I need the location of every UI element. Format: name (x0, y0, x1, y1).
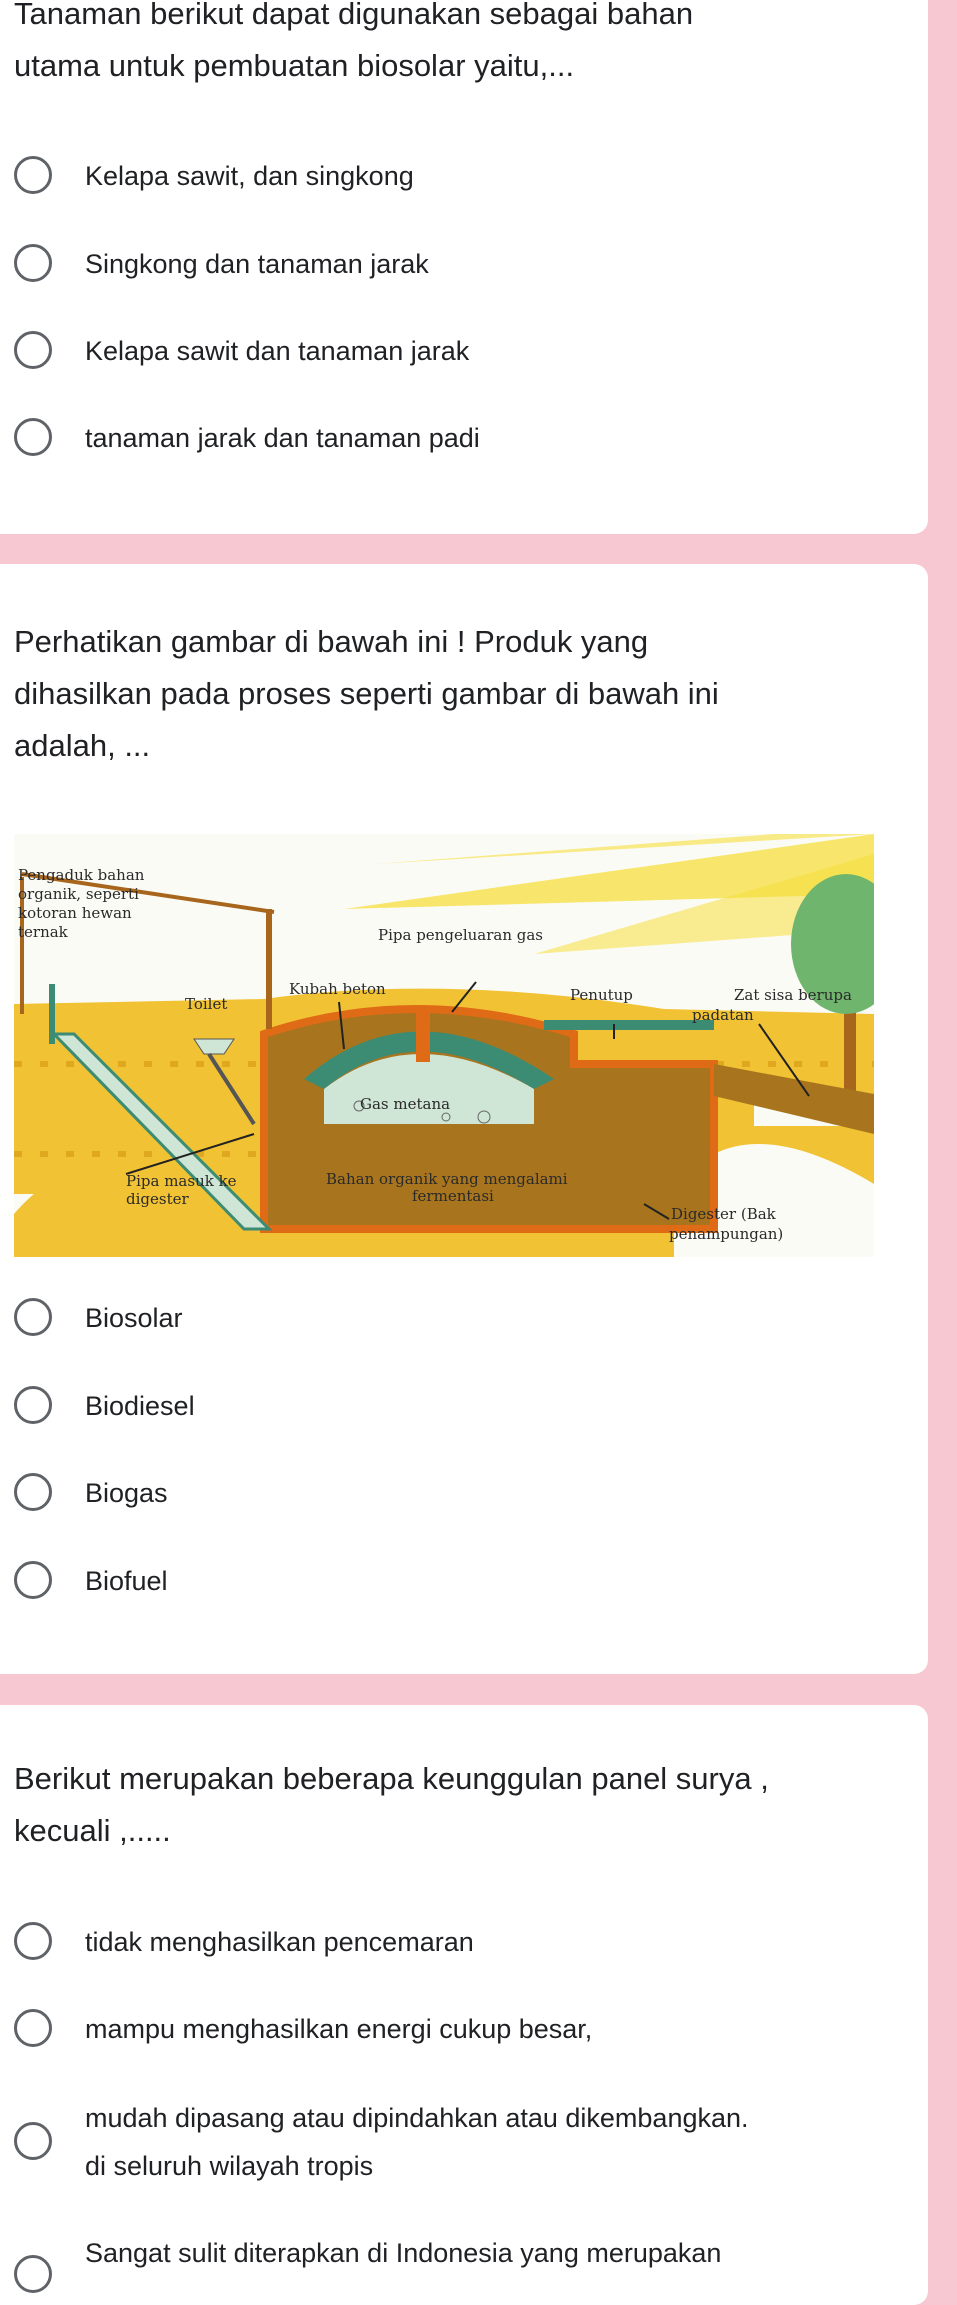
radio-button[interactable] (14, 2255, 52, 2293)
option-label: Biogas (85, 1478, 168, 1508)
option-biosolar[interactable]: Biosolar (14, 1294, 914, 1344)
question-line: adalah, ... (14, 728, 151, 763)
question-line: Tanaman berikut dapat digunakan sebagai … (14, 0, 694, 31)
tree-crown (791, 874, 874, 1014)
label-organic-material: fermentasi (412, 1187, 494, 1205)
option-label: mampu menghasilkan energi cukup besar, (85, 2014, 593, 2044)
option-label: Biodiesel (85, 1391, 195, 1421)
sun-ray (344, 834, 874, 909)
methane-gas-chamber (324, 1054, 534, 1124)
radio-button[interactable] (14, 2009, 52, 2047)
question-card-2: Perhatikan gambar di bawah ini ! Produk … (0, 564, 928, 1674)
label-toilet: Toilet (185, 995, 227, 1013)
label-stirrer: organik, seperti (18, 885, 139, 903)
biogas-digester-illustration: Pengaduk bahan organik, seperti kotoran … (14, 834, 874, 1257)
label-stirrer: Pengaduk bahan (18, 866, 145, 884)
question-card-1: Tanaman berikut dapat digunakan sebagai … (0, 0, 928, 534)
inlet-pipe (50, 1032, 273, 1231)
option-label: Biofuel (85, 1566, 168, 1596)
question-line: utama untuk pembuatan biosolar yaitu,... (14, 48, 575, 83)
question-text-2: Perhatikan gambar di bawah ini ! Produk … (14, 616, 894, 772)
radio-button[interactable] (14, 1473, 52, 1511)
option-kelapa-sawit-singkong[interactable]: Kelapa sawit, dan singkong (14, 152, 914, 202)
radio-button[interactable] (14, 244, 52, 282)
question-line: kecuali ,..... (14, 1813, 171, 1848)
label-pointer (125, 1133, 255, 1175)
gas-bubble (353, 1100, 365, 1112)
gas-bubble (477, 1110, 491, 1124)
option-mudah-dipasang[interactable]: mudah dipasang atau dipindahkan atau dik… (14, 2094, 914, 2190)
label-digester: penampungan) (669, 1225, 783, 1243)
label-organic-material: Bahan organik yang mengalami (326, 1170, 568, 1188)
radio-button[interactable] (14, 2122, 52, 2160)
option-label: tidak menghasilkan pencemaran (85, 1927, 474, 1957)
sun-ray (374, 834, 874, 864)
option-biodiesel[interactable]: Biodiesel (14, 1382, 914, 1432)
option-label: Singkong dan tanaman jarak (85, 249, 429, 279)
label-pointer (451, 981, 477, 1013)
question-card-3: Berikut merupakan beberapa keunggulan pa… (0, 1705, 928, 2305)
radio-button[interactable] (14, 156, 52, 194)
outlet-channel (714, 1064, 874, 1134)
biogas-digester-figure: Pengaduk bahan organik, seperti kotoran … (14, 834, 874, 1257)
option-label: Kelapa sawit, dan singkong (85, 161, 414, 191)
option-label: di seluruh wilayah tropis (85, 2151, 374, 2181)
label-inlet-pipe: Pipa masuk ke (126, 1172, 237, 1190)
label-stirrer: kotoran hewan (18, 904, 132, 922)
question-line: Berikut merupakan beberapa keunggulan pa… (14, 1761, 769, 1796)
radio-button[interactable] (14, 1386, 52, 1424)
label-pointer (338, 1001, 345, 1050)
radio-button[interactable] (14, 1561, 52, 1599)
gas-bubble (441, 1112, 451, 1122)
option-singkong-jarak[interactable]: Singkong dan tanaman jarak (14, 240, 914, 290)
radio-button[interactable] (14, 1298, 52, 1336)
option-label: tanaman jarak dan tanaman padi (85, 423, 480, 453)
label-gas-pipe: Pipa pengeluaran gas (378, 926, 543, 944)
option-energi-besar[interactable]: mampu menghasilkan energi cukup besar, (14, 2005, 914, 2055)
label-digester: Digester (Bak (671, 1205, 777, 1223)
toilet-pipe (207, 1052, 256, 1126)
option-biofuel[interactable]: Biofuel (14, 1557, 914, 1607)
option-kelapa-sawit-jarak[interactable]: Kelapa sawit dan tanaman jarak (14, 327, 914, 377)
question-line: Perhatikan gambar di bawah ini ! Produk … (14, 624, 649, 659)
label-solid-residue: padatan (692, 1006, 754, 1024)
label-pointer (758, 1023, 810, 1097)
radio-button[interactable] (14, 1922, 52, 1960)
option-biogas[interactable]: Biogas (14, 1469, 914, 1519)
label-solid-residue: Zat sisa berupa (734, 986, 852, 1004)
question-text-3: Berikut merupakan beberapa keunggulan pa… (14, 1753, 894, 1857)
toilet-bowl (193, 1038, 235, 1055)
outlet-lid (544, 1020, 714, 1030)
label-stirrer: ternak (18, 923, 69, 941)
option-label: Sangat sulit diterapkan di Indonesia yan… (85, 2238, 722, 2268)
question-line: dihasilkan pada proses seperti gambar di… (14, 676, 719, 711)
radio-button[interactable] (14, 331, 52, 369)
label-lid: Penutup (570, 986, 633, 1004)
question-text-1: Tanaman berikut dapat digunakan sebagai … (14, 0, 894, 92)
option-sulit-diterapkan[interactable]: Sangat sulit diterapkan di Indonesia yan… (14, 2229, 914, 2293)
gas-outlet-pipe (416, 1012, 430, 1062)
label-inlet-pipe: digester (126, 1190, 189, 1208)
label-concrete-dome: Kubah beton (289, 980, 386, 998)
option-label: Biosolar (85, 1303, 183, 1333)
option-jarak-padi[interactable]: tanaman jarak dan tanaman padi (14, 414, 914, 464)
option-tidak-pencemaran[interactable]: tidak menghasilkan pencemaran (14, 1918, 914, 1968)
roof-beam (21, 872, 275, 914)
label-methane-gas: Gas metana (360, 1095, 450, 1113)
concrete-dome (304, 1031, 554, 1089)
radio-button[interactable] (14, 418, 52, 456)
option-label: mudah dipasang atau dipindahkan atau dik… (85, 2103, 749, 2133)
option-label: Kelapa sawit dan tanaman jarak (85, 336, 470, 366)
sun-ray (534, 854, 874, 954)
label-pointer (643, 1203, 670, 1220)
